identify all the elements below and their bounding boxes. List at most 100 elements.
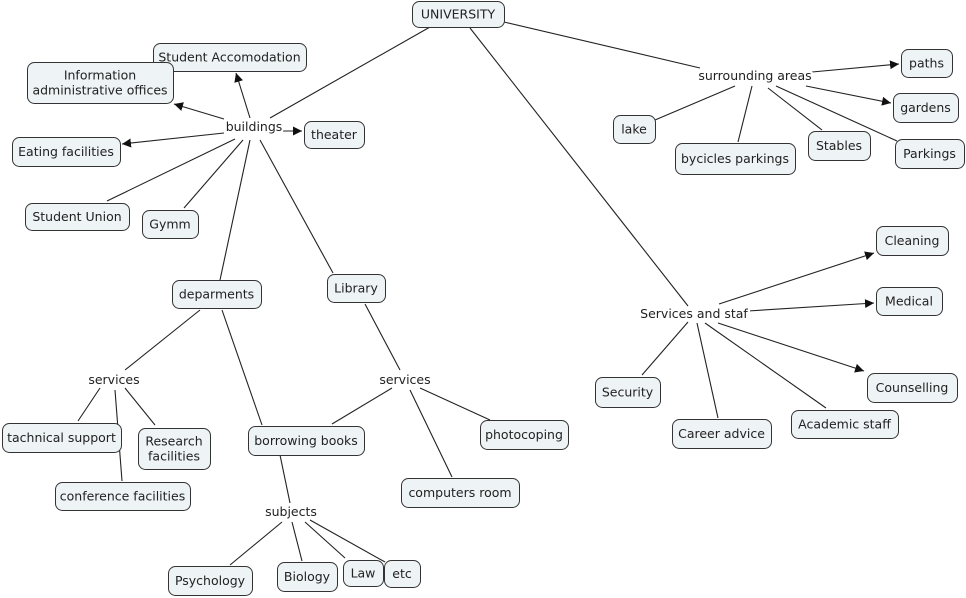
connections <box>77 21 900 566</box>
arrow-connector <box>718 251 875 305</box>
concept-box <box>327 274 386 303</box>
line-connector <box>696 322 719 419</box>
concept-university[interactable]: UNIVERSITY <box>412 1 505 28</box>
concept-label: Security <box>602 385 654 400</box>
concept-box <box>808 131 871 161</box>
concept-box <box>480 420 569 450</box>
concept-bycicles-parkings[interactable]: bycicles parkings <box>675 143 796 175</box>
concept-label: photocoping <box>485 427 563 442</box>
concept-label: gardens <box>900 100 951 115</box>
concept-label: UNIVERSITY <box>421 7 496 22</box>
concept-conference-facilities[interactable]: conference facilities <box>55 482 191 511</box>
concept-eating-facilities[interactable]: Eating facilities <box>12 137 121 167</box>
concept-counselling[interactable]: Counselling <box>867 373 958 403</box>
concept-paths[interactable]: paths <box>901 49 953 78</box>
concept-stables[interactable]: Stables <box>808 131 871 161</box>
concept-label: theater <box>311 127 358 142</box>
linking-phrase-subjects[interactable]: subjects <box>263 502 319 521</box>
concept-biology[interactable]: Biology <box>277 562 338 592</box>
linking-phrase-label: services <box>88 372 139 387</box>
concept-label: Career advice <box>678 426 765 441</box>
concept-box <box>277 562 338 592</box>
concept-computers-room[interactable]: computers room <box>401 478 520 508</box>
concept-label: Eating facilities <box>18 144 114 159</box>
concept-box <box>412 1 505 28</box>
line-connector <box>469 27 689 307</box>
concept-label: Parkings <box>903 146 956 161</box>
concept-box <box>153 43 307 72</box>
line-connector <box>221 309 263 426</box>
concept-label: facilities <box>148 449 200 464</box>
concept-medical[interactable]: Medical <box>876 287 943 316</box>
concept-lake[interactable]: lake <box>613 115 656 144</box>
concept-label: Gymm <box>149 217 190 232</box>
concept-box <box>675 143 796 175</box>
line-connector <box>291 521 303 562</box>
concept-photocoping[interactable]: photocoping <box>480 420 569 450</box>
concept-label: Academic staff <box>798 417 891 432</box>
concept-label: Information <box>64 68 136 83</box>
linking-phrase-label: services <box>379 372 430 387</box>
concept-theater[interactable]: theater <box>304 121 365 149</box>
concept-student-union[interactable]: Student Union <box>25 203 130 231</box>
linking-phrase-services-library[interactable]: services <box>377 370 432 389</box>
linking-phrase-label: subjects <box>265 504 317 519</box>
concept-box <box>343 560 384 587</box>
concept-label: bycicles parkings <box>681 151 789 166</box>
concept-label: paths <box>909 56 944 71</box>
concept-label: Student Union <box>32 209 121 224</box>
concept-psychology[interactable]: Psychology <box>168 566 253 596</box>
line-connector <box>124 387 156 426</box>
concept-label: Counselling <box>876 380 949 395</box>
concept-borrowing-books[interactable]: borrowing books <box>248 426 365 456</box>
concept-career-advice[interactable]: Career advice <box>672 419 772 449</box>
concept-box <box>901 49 953 78</box>
concept-label: Medical <box>885 294 933 309</box>
concept-box <box>893 93 959 123</box>
concept-label: Law <box>351 566 376 581</box>
concept-etc[interactable]: etc <box>384 560 421 588</box>
linking-phrase-services-departments[interactable]: services <box>86 370 141 389</box>
concept-label: computers room <box>408 485 511 500</box>
arrow-connector <box>121 132 225 148</box>
concept-box <box>138 428 211 470</box>
concept-cleaning[interactable]: Cleaning <box>876 226 949 256</box>
linking-phrase-surrounding-areas[interactable]: surrounding areas <box>696 66 813 85</box>
line-connector <box>259 139 334 274</box>
line-connector <box>219 139 251 281</box>
line-connector <box>124 309 201 371</box>
concept-label: deparments <box>179 287 254 302</box>
concept-box <box>304 121 365 149</box>
arrow-connector <box>811 60 900 73</box>
line-connector <box>409 389 453 478</box>
concept-tachnical-support[interactable]: tachnical support <box>2 423 122 453</box>
concept-parkings[interactable]: Parkings <box>895 139 965 169</box>
concept-gymm[interactable]: Gymm <box>142 210 199 239</box>
concept-box <box>12 137 121 167</box>
concept-law[interactable]: Law <box>343 560 384 587</box>
line-connector <box>419 387 491 421</box>
line-connector <box>309 519 386 563</box>
concept-label: administrative offices <box>32 83 167 98</box>
line-connector <box>364 303 401 371</box>
concept-student-accomodation[interactable]: Student Accomodation <box>153 43 307 72</box>
concept-label: Cleaning <box>885 233 940 248</box>
concept-security[interactable]: Security <box>595 377 661 408</box>
concept-box <box>672 419 772 449</box>
concept-label: conference facilities <box>60 489 185 504</box>
concept-academic-staff[interactable]: Academic staff <box>791 410 899 439</box>
concept-deparments[interactable]: deparments <box>172 280 262 309</box>
linking-phrase-buildings[interactable]: buildings <box>224 117 285 136</box>
concept-label: Library <box>334 281 378 296</box>
concept-label: Psychology <box>175 573 246 588</box>
concept-gardens[interactable]: gardens <box>893 93 959 123</box>
concept-box <box>25 203 130 231</box>
concept-library[interactable]: Library <box>327 274 386 303</box>
line-connector <box>304 521 346 559</box>
linking-phrase-services-and-staf[interactable]: Services and staf <box>638 304 750 323</box>
concept-box <box>27 62 174 104</box>
